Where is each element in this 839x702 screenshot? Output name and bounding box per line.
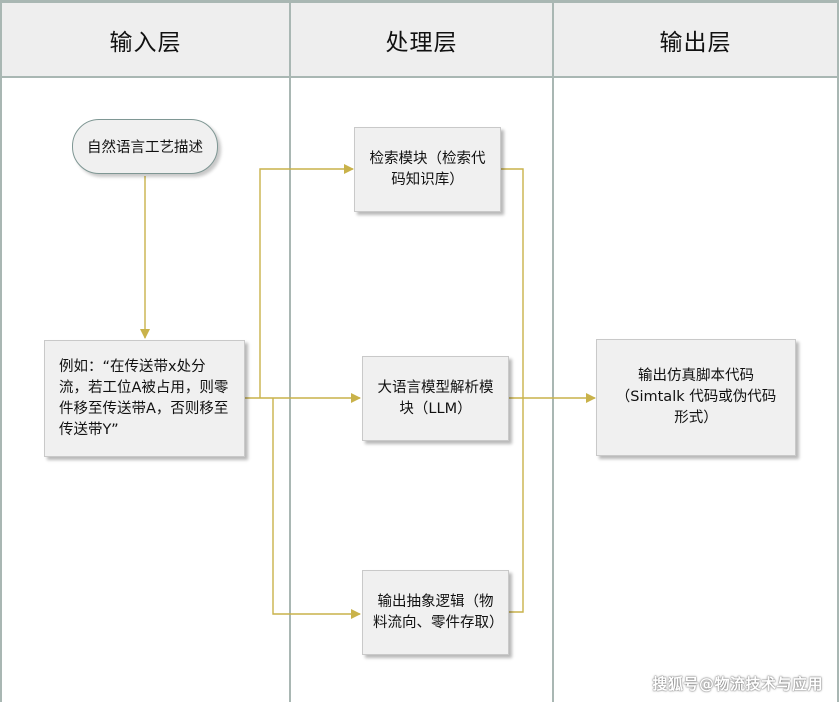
top-border: [0, 0, 839, 3]
connector-example-to-logic: [272, 398, 361, 619]
node-retrieval-module: 检索模块（检索代码知识库）: [354, 127, 501, 212]
watermark: 搜狐号@物流技术与应用: [652, 675, 823, 693]
lane-header-output: 输出层: [554, 3, 837, 78]
start-node-natural-language: 自然语言工艺描述: [72, 119, 218, 174]
lane-process: 处理层: [289, 3, 552, 702]
connector-retrieval-to-script: [501, 168, 524, 398]
lane-input: 输入层: [0, 3, 289, 702]
connector-example-to-retrieval: [259, 164, 354, 398]
connector-logic-to-script: [509, 398, 524, 613]
lane-header-input: 输入层: [2, 3, 289, 78]
node-example-text: 例如：“在传送带x处分流，若工位A被占用，则零件移至传送带A，否则移至传送带Y”: [44, 340, 245, 457]
node-llm-parser: 大语言模型解析模块（LLM）: [362, 356, 509, 441]
lane-output: 输出层: [552, 3, 839, 702]
node-abstract-logic: 输出抽象逻辑（物料流向、零件存取）: [362, 570, 509, 655]
lane-header-process: 处理层: [291, 3, 552, 78]
node-simulation-script: 输出仿真脚本代码（Simtalk 代码或伪代码形式）: [596, 339, 796, 456]
